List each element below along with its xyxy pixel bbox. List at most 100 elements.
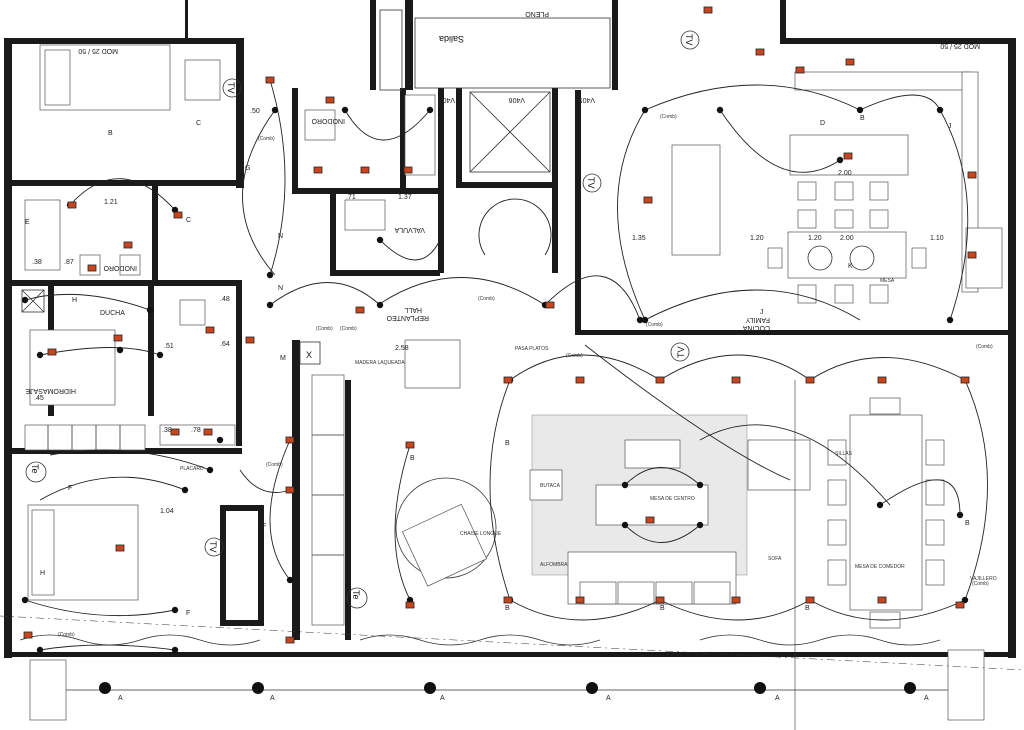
te-symbol: Te [30, 464, 40, 474]
circuit-letter: J [948, 123, 952, 130]
wall-sconce-icon [960, 376, 970, 384]
ceiling-light-icon [621, 521, 629, 529]
balcony-light-icon [424, 682, 436, 694]
wall-sconce-icon [503, 376, 513, 384]
ceiling-light-icon [641, 106, 649, 114]
vajillero-label: VAJILLERO [970, 576, 997, 582]
circuit-letter: G [245, 165, 250, 172]
circuit-letter: B [660, 605, 665, 612]
circuit-letter: F [186, 610, 190, 617]
wall-sconce-icon [843, 152, 853, 160]
dim-label: 1.35 [632, 235, 646, 242]
dim-label: .38 [162, 427, 172, 434]
ceiling-light-icon [216, 436, 224, 444]
wall-sconce-icon [731, 376, 741, 384]
ceiling-light-icon [696, 521, 704, 529]
mesa-comedor-label: MESA DE COMEDOR [855, 564, 905, 570]
dim-label: 2.58 [395, 345, 409, 352]
v407-label: V407 [439, 96, 455, 103]
dim-label: 1.20 [750, 235, 764, 242]
tv-symbol: TV [684, 34, 694, 46]
circuit-comb-label: (Comb) [58, 632, 75, 638]
dim-label: .38 [32, 259, 42, 266]
wall-sconce-icon [703, 6, 713, 14]
circuit-letter: M [280, 355, 286, 362]
circuit-letter: B [805, 605, 810, 612]
wall-sconce-icon [23, 631, 33, 639]
circuit-letter: D [820, 120, 825, 127]
dining-area [827, 397, 945, 629]
circuit-comb-label: (Comb) [972, 581, 989, 587]
ceiling-light-icon [266, 271, 274, 279]
te-symbol: Te [351, 590, 361, 600]
ceiling-light-icon [696, 481, 704, 489]
wall-sconce-icon [170, 428, 180, 436]
closet-column [311, 374, 345, 626]
ceiling-light-icon [341, 106, 349, 114]
dim-label: 2.00 [840, 235, 854, 242]
circuit-comb-label: (Comb) [660, 114, 677, 120]
circuit-letter: B [505, 440, 510, 447]
mesa-centro-label: MESA DE CENTRO [650, 496, 695, 502]
valvula-label: VALVULA [394, 226, 425, 233]
dim-label: .45 [34, 395, 44, 402]
living-area [395, 339, 811, 605]
sillas-label: SILLAS [835, 451, 853, 457]
alfombra-label: ALFOMBRA [540, 562, 568, 568]
inodoro-label-2: INODORO [311, 117, 345, 124]
wall-sconce-icon [285, 486, 295, 494]
wall-sconce-icon [967, 171, 977, 179]
circuit-comb-label: (Comb) [566, 353, 583, 359]
family-label: FAMILY [745, 316, 770, 323]
wall-sconce-icon [955, 601, 965, 609]
circuit-letter: A [118, 695, 123, 702]
wall-sconce-icon [845, 58, 855, 66]
ceiling-light-icon [636, 316, 644, 324]
ceiling-light-icon [21, 596, 29, 604]
wall-sconce-icon [360, 166, 370, 174]
wall-sconce-icon [403, 166, 413, 174]
wall-sconce-icon [173, 211, 183, 219]
dim-label: 2.00 [838, 170, 852, 177]
hidromasaje-label: HIDROMASAJE [25, 387, 76, 394]
dormitorio-code-label: MOD 25 / 50 [78, 47, 118, 54]
circuit-comb-label: (Comb) [646, 322, 663, 328]
wall-sconce-icon [285, 436, 295, 444]
ceiling-light-icon [171, 606, 179, 614]
dim-label: .64 [220, 341, 230, 348]
v406-label: V406 [509, 96, 525, 103]
ceiling-light-icon [376, 236, 384, 244]
wall-sconce-icon [285, 636, 295, 644]
room-labels: MOD 25 / 50 INODORO INODORO DUCHA HIDROM… [25, 10, 997, 582]
bathrooms [24, 94, 436, 451]
circuit-comb-label: (Comb) [316, 326, 333, 332]
wall-sconce-icon [115, 544, 125, 552]
wall-sconce-icon [795, 66, 805, 74]
ceiling-light-icon [21, 296, 29, 304]
circuit-letter: B [410, 455, 415, 462]
circuit-letter: C [186, 217, 191, 224]
wall-sconce-icon [731, 596, 741, 604]
circuit-letter: H [40, 570, 45, 577]
wall-sconce-icon [805, 596, 815, 604]
x-symbol: X [306, 350, 312, 360]
ceiling-light-icon [266, 301, 274, 309]
ceiling-light-icon [171, 646, 179, 654]
pleno [379, 9, 611, 173]
dim-label: 1.20 [808, 235, 822, 242]
circuit-letter: A [606, 695, 611, 702]
dim-label: 1.37 [398, 194, 412, 201]
wall-sconce-icon [113, 334, 123, 342]
ceiling-light-icon [621, 481, 629, 489]
wall-sconce-icon [877, 596, 887, 604]
ceiling-light-icon [116, 346, 124, 354]
wall-sconce-icon [877, 376, 887, 384]
dim-label: .87 [64, 259, 74, 266]
ceiling-light-icon [961, 596, 969, 604]
wall-sconces [23, 6, 977, 644]
balcony [0, 380, 1024, 730]
hall-label: HALL [404, 306, 422, 313]
ceiling-light-icon [716, 106, 724, 114]
pleno-label: PLENO [525, 10, 549, 17]
